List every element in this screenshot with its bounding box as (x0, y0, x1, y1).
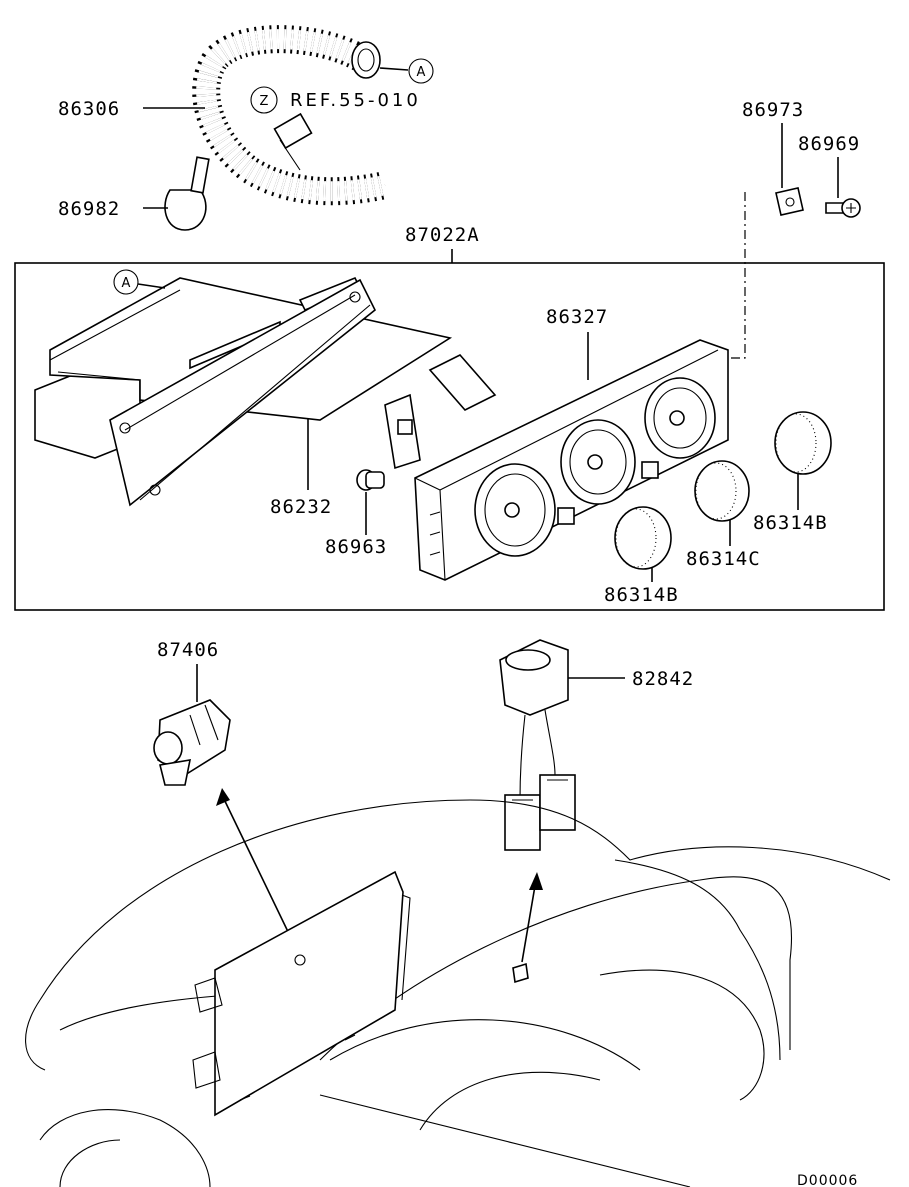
marker-a-panel (113, 269, 139, 295)
dash-line-86973 (715, 192, 746, 359)
label-86973: 86973 (742, 99, 804, 121)
nut-86973 (775, 187, 804, 216)
label-86306: 86306 (58, 98, 120, 120)
label-86963: 86963 (325, 536, 387, 558)
hose-86306 (191, 24, 389, 207)
clip-86982 (164, 156, 210, 231)
drawing-code: D00006 (797, 1173, 858, 1187)
knob-86314B-bottom (614, 506, 672, 570)
label-87406: 87406 (157, 639, 219, 661)
arrow-87406 (221, 794, 293, 941)
assembly-box-87022A (14, 262, 885, 611)
label-86969: 86969 (798, 133, 860, 155)
control-unit-frame (109, 278, 497, 507)
switch-mount (512, 962, 529, 984)
label-86982: 86982 (58, 198, 120, 220)
arrow-87406-head (216, 788, 230, 806)
screw-86969 (825, 198, 861, 218)
label-86314B-bottom: 86314B (604, 584, 679, 606)
label-82842: 82842 (632, 668, 694, 690)
label-87022A: 87022A (405, 224, 480, 246)
arrow-82842-head (529, 872, 543, 890)
knob-86314B-right (774, 411, 832, 475)
bulb-86963 (356, 469, 385, 491)
label-86327: 86327 (546, 306, 608, 328)
ref-text: REF.55-010 (290, 90, 421, 111)
switch-82842 (499, 639, 576, 851)
bracket (384, 393, 421, 470)
arrow-82842 (521, 879, 537, 963)
marker-a-hose-label: A (417, 65, 426, 80)
label-86314C: 86314C (686, 548, 761, 570)
marker-a-hose (408, 58, 434, 84)
glovebox-panel (192, 870, 411, 1117)
marker-a-panel-label: A (122, 276, 131, 291)
label-86232: 86232 (270, 496, 332, 518)
label-86314B-right: 86314B (753, 512, 828, 534)
leader-hose-a (379, 67, 409, 71)
leader-marker-a-panel (137, 283, 166, 289)
ref-marker-z-label: Z (260, 94, 269, 109)
sensor-87406 (153, 699, 231, 786)
panel-86327 (414, 339, 729, 581)
vehicle-body-outline (25, 799, 891, 1187)
knob-86314C (694, 460, 750, 522)
ref-marker-z (250, 86, 278, 114)
